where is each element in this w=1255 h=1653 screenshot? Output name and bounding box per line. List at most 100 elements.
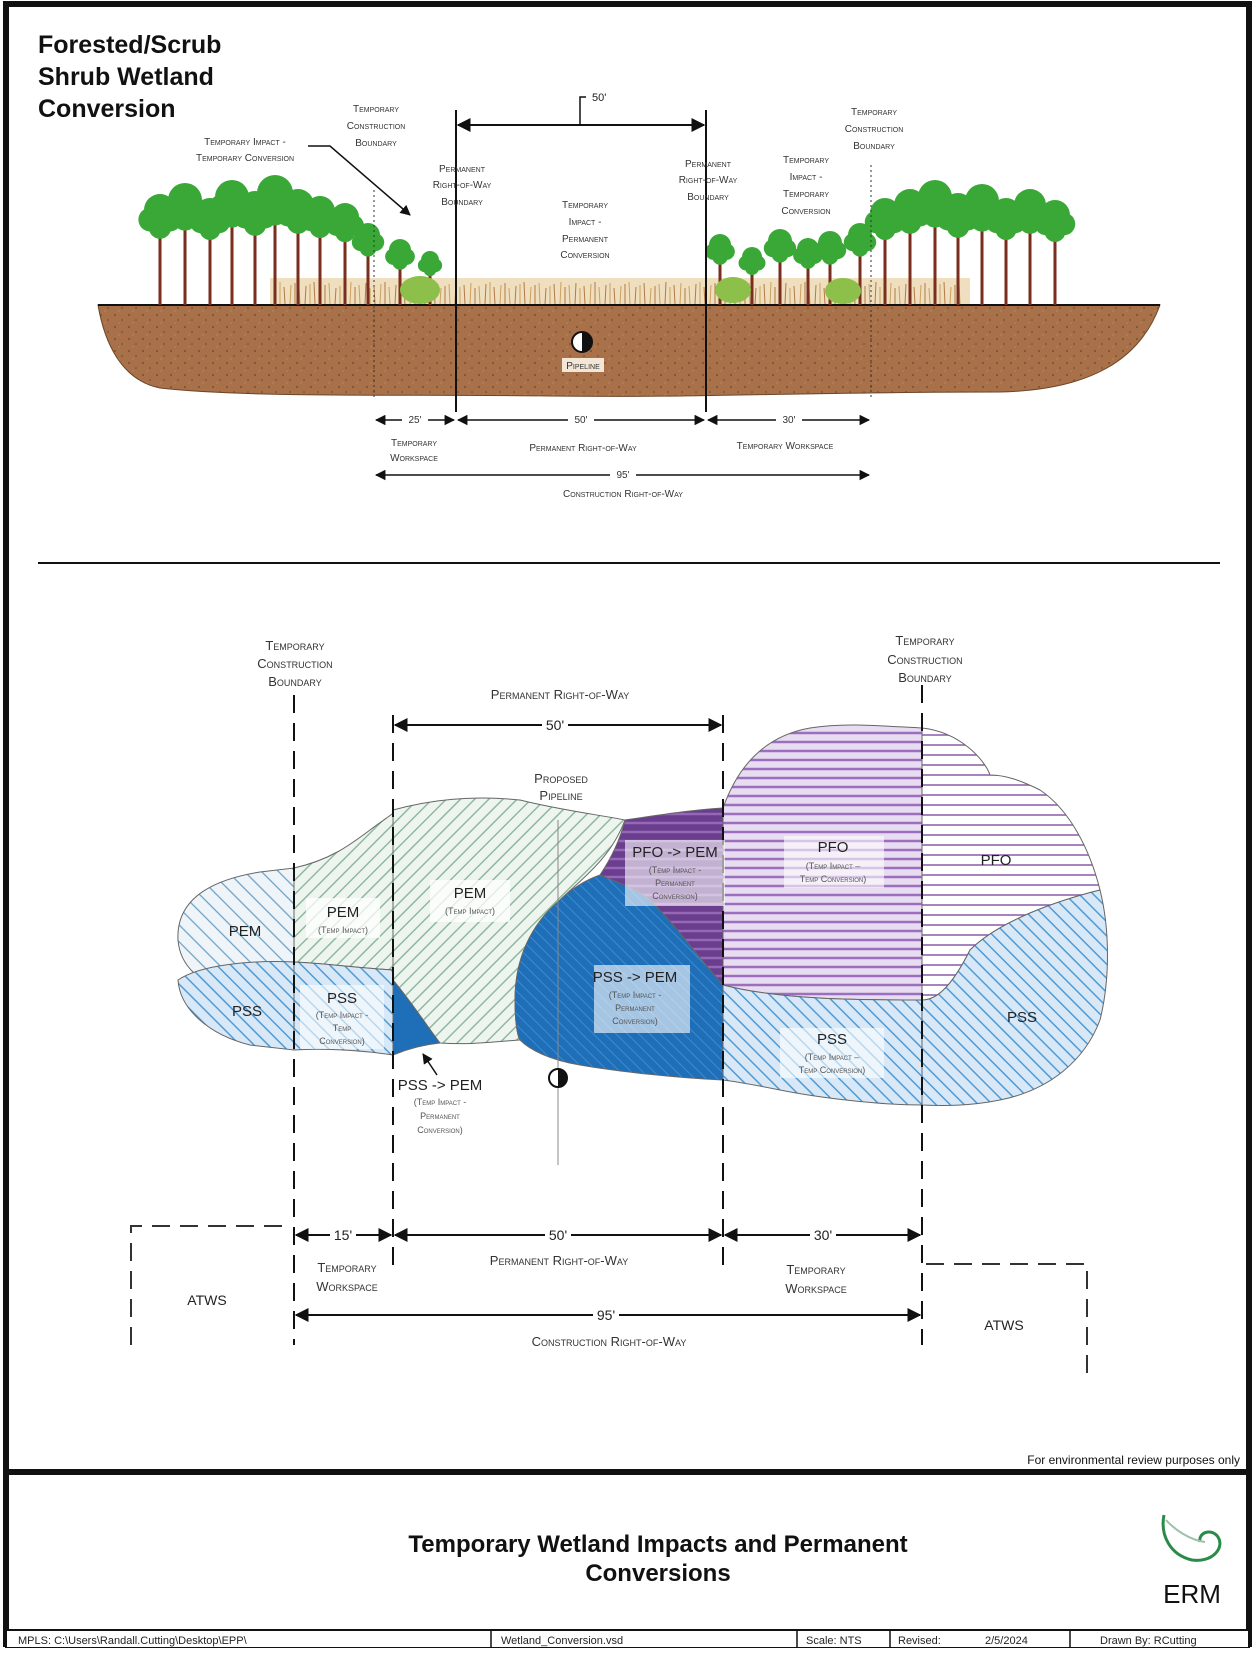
footer-path: MPLS: C:\Users\Randall.Cutting\Desktop\E…	[18, 1635, 248, 1647]
zone-sub-pfo-temp-2: Temp Conversion)	[800, 874, 867, 884]
svg-text:Construction: Construction	[845, 124, 904, 135]
plan-label-temp-boundary-left: Temporary Construction Boundary	[257, 638, 332, 689]
top-label-temp-impact-left: Temporary Impact - Temporary Conversion	[196, 137, 294, 164]
plan-dim-left-label-1: Temporary	[317, 1260, 376, 1275]
top-dim-mid-label: Permanent Right-of-Way	[529, 443, 637, 454]
svg-text:Boundary: Boundary	[898, 670, 952, 685]
zone-pem-temp1	[293, 809, 396, 971]
zone-sub-pfo-temp-1: (Temp Impact –	[806, 861, 861, 871]
svg-text:Impact -: Impact -	[790, 172, 823, 183]
proposed-pipeline-icon-fill	[558, 1069, 567, 1087]
svg-text:Temporary Impact -: Temporary Impact -	[204, 137, 286, 148]
plan-dim-right-label-1: Temporary	[786, 1262, 845, 1277]
tree-icon	[813, 231, 847, 305]
erm-logo-icon	[1161, 1514, 1222, 1562]
pipeline-label-bg	[562, 358, 604, 372]
top-dim-30-label: 30'	[782, 415, 795, 426]
zone-label-pss-temp-right: PSS	[817, 1031, 847, 1048]
tree-icon	[843, 223, 877, 305]
zone-sub-pss-temp-2: Temp	[333, 1023, 352, 1033]
zone-sub-pfo-pem-1: (Temp Impact -	[649, 865, 702, 875]
zone-sub-pss-pem-3: Conversion)	[612, 1016, 658, 1026]
zone-label-pfo-right: PFO	[981, 852, 1012, 869]
top-dim-leader	[579, 96, 586, 125]
plan-label-proposed-pipeline: Proposed Pipeline	[534, 771, 588, 803]
svg-text:Temporary: Temporary	[265, 638, 324, 653]
svg-text:Permanent: Permanent	[562, 234, 609, 245]
svg-text:Temporary: Temporary	[353, 104, 399, 115]
top-dim-50b-label: 50'	[574, 415, 587, 426]
tree-group-right	[705, 180, 1076, 305]
atws-right-label: ATWS	[984, 1317, 1023, 1333]
shrub-icon	[715, 277, 751, 303]
plan-dim-30-label: 30'	[814, 1227, 832, 1243]
svg-text:Conversion: Conversion	[781, 206, 830, 217]
temp-impact-arrow	[308, 145, 411, 216]
top-dim-right-label: Temporary Workspace	[737, 441, 834, 452]
title-line-1: Temporary Wetland Impacts and Permanent	[408, 1531, 907, 1558]
top-dim-total-label: Construction Right-of-Way	[563, 489, 683, 500]
atws-left-label: ATWS	[187, 1292, 226, 1308]
atws-right-box	[926, 1263, 1088, 1375]
top-label-perm-row-right: Permanent Right-of-Way Boundary	[679, 159, 738, 203]
plan-dim-50-label: 50'	[549, 1227, 567, 1243]
footer-revised-date: 2/5/2024	[985, 1635, 1028, 1647]
zone-sub-pem-temp2: (Temp Impact)	[445, 906, 495, 916]
zone-pss-left	[177, 961, 295, 1051]
zone-label-pem-temp2: PEM	[454, 885, 487, 902]
top-label-temp-boundary-right: Temporary Construction Boundary	[845, 107, 904, 152]
plan-dim-right-label-2: Workspace	[785, 1281, 847, 1296]
top-title-line-2: Shrub Wetland	[38, 63, 214, 91]
tree-icon	[385, 239, 415, 305]
plan-perm-row-top-label: Permanent Right-of-Way	[491, 687, 629, 702]
svg-text:Pipeline: Pipeline	[539, 788, 582, 803]
pipeline-label: Pipeline	[566, 361, 600, 372]
svg-text:Impact -: Impact -	[569, 217, 602, 228]
svg-text:Construction: Construction	[887, 652, 962, 667]
top-label-perm-row-left: Permanent Right-of-Way Boundary	[433, 164, 492, 208]
svg-text:Boundary: Boundary	[441, 197, 483, 208]
title-line-2: Conversions	[585, 1560, 730, 1587]
zone-sub-pss-pem-1: (Temp Impact -	[609, 990, 662, 1000]
footer-revised-label: Revised:	[898, 1635, 941, 1647]
top-dim-25-label: 25'	[408, 415, 421, 426]
plan-dim-15-label: 15'	[334, 1227, 352, 1243]
zone-label-pem-left: PEM	[229, 923, 262, 940]
top-cross-section: Forested/Scrub Shrub Wetland Conversion …	[38, 31, 1161, 500]
tree-icon	[763, 229, 797, 305]
shrub-icon	[825, 278, 861, 304]
soil-profile	[97, 304, 1161, 397]
zone-label-pss-left: PSS	[232, 1003, 262, 1020]
svg-text:Temporary Conversion: Temporary Conversion	[196, 153, 294, 164]
zone-label-pss-right: PSS	[1007, 1009, 1037, 1026]
svg-text:Right-of-Way: Right-of-Way	[679, 175, 738, 186]
footer-drawn-by: Drawn By: RCutting	[1100, 1635, 1197, 1647]
svg-text:Construction: Construction	[257, 656, 332, 671]
plan-dim-total-label: Construction Right-of-Way	[532, 1334, 687, 1349]
svg-text:Permanent: Permanent	[685, 159, 732, 170]
review-note: For environmental review purposes only	[1027, 1453, 1240, 1467]
svg-text:Boundary: Boundary	[687, 192, 729, 203]
top-label-center-impact: Temporary Impact - Permanent Conversion	[560, 200, 609, 261]
callout-sub-3: Conversion)	[417, 1125, 463, 1135]
zone-sub-pfo-pem-2: Permanent	[655, 878, 695, 888]
zone-sub-pss-temp-right-2: Temp Conversion)	[799, 1065, 866, 1075]
svg-text:Temporary: Temporary	[783, 155, 829, 166]
svg-text:Construction: Construction	[347, 121, 406, 132]
erm-logo: ERM	[1161, 1514, 1222, 1609]
tree-icon	[793, 238, 823, 305]
footer-file: Wetland_Conversion.vsd	[501, 1635, 623, 1647]
svg-text:Temporary: Temporary	[783, 189, 829, 200]
erm-logo-text: ERM	[1163, 1579, 1221, 1609]
zone-label-pem-temp1: PEM	[327, 904, 360, 921]
zone-label-pfo-temp: PFO	[818, 839, 849, 856]
zone-sub-pfo-pem-3: Conversion)	[652, 891, 698, 901]
svg-text:Conversion: Conversion	[560, 250, 609, 261]
atws-left-box	[130, 1225, 290, 1345]
tree-icon	[162, 183, 208, 305]
svg-text:Temporary: Temporary	[851, 107, 897, 118]
svg-text:Right-of-Way: Right-of-Way	[433, 180, 492, 191]
footer-scale: Scale: NTS	[806, 1635, 862, 1647]
